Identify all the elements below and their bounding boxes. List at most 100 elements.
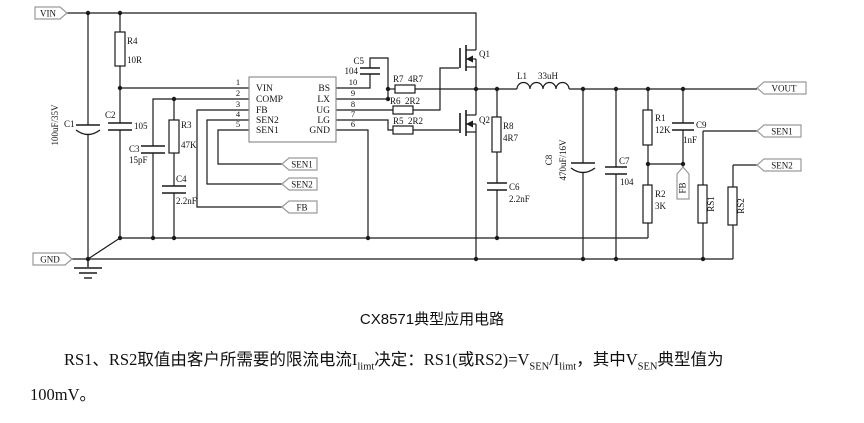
- r3-ref: R3: [181, 120, 192, 130]
- c1-value: 100uF/35V: [50, 104, 60, 146]
- svg-text:7: 7: [351, 109, 355, 119]
- capacitor-c1: C1 100uF/35V: [50, 104, 101, 146]
- resistor-r1: R1 12K: [642, 109, 671, 146]
- r3-value: 47K: [181, 140, 197, 150]
- r2-value: 3K: [655, 201, 667, 211]
- r6-value: 2R2: [405, 96, 420, 106]
- q2-ref: Q2: [479, 115, 490, 125]
- capacitor-c5: C5 104: [345, 56, 380, 76]
- svg-text:3: 3: [236, 99, 240, 109]
- c8-value: 470uF/16V: [558, 139, 568, 181]
- svg-text:9: 9: [351, 88, 355, 98]
- capacitor-c2: C2 105: [105, 110, 148, 131]
- svg-text:10: 10: [349, 77, 358, 87]
- resistor-rs1: RS1: [697, 184, 716, 224]
- c4-value: 2.2nF: [176, 196, 197, 206]
- c6-ref: C6: [509, 182, 520, 192]
- l1-ref: L1: [517, 71, 527, 81]
- c9-value: 1nF: [683, 135, 697, 145]
- r6-ref: R6: [390, 96, 401, 106]
- r1-ref: R1: [655, 113, 666, 123]
- note-subscript: SEN: [529, 361, 550, 373]
- capacitor-c6: C6 2.2nF: [487, 182, 530, 204]
- inductor-l1: L1 33uH: [517, 71, 559, 81]
- q1-ref: Q1: [479, 49, 490, 59]
- ic-pin-comp-label: COMP: [256, 95, 283, 105]
- svg-text:1: 1: [236, 77, 240, 87]
- sen1-right-flag: SEN1: [756, 124, 802, 138]
- capacitor-c7: C7 104: [605, 156, 634, 187]
- note-seg: RS1、RS2取值由客户所需要的限流电流I: [64, 350, 358, 369]
- note-subscript: limt: [357, 361, 375, 373]
- note-seg: 典型值为: [657, 350, 724, 369]
- fb-node-flag: FB: [676, 166, 690, 200]
- ic-pin-sen1-label: SEN1: [256, 126, 279, 136]
- svg-text:SEN2: SEN2: [771, 161, 793, 171]
- fb-mid-flag: FB: [281, 200, 318, 214]
- q1-arrow: [466, 55, 473, 63]
- figure-caption: CX8571典型应用电路: [359, 311, 505, 328]
- r8-value: 4R7: [503, 133, 519, 143]
- rs2-ref: RS2: [736, 198, 746, 214]
- r8-ref: R8: [503, 121, 514, 131]
- note-seg: ，其中V: [576, 350, 638, 369]
- ic-pin-lg-label: LG: [317, 116, 330, 126]
- vin-flag: VIN: [34, 6, 68, 20]
- svg-text:2: 2: [236, 88, 240, 98]
- earth-ground-symbol: [74, 259, 102, 279]
- note-seg: 决定：RS1(或RS2)=V: [374, 350, 530, 369]
- c4-ref: C4: [176, 174, 187, 184]
- application-note-text: RS1、RS2取值由客户所需要的限流电流Ilimt决定：RS1(或RS2)=VS…: [30, 350, 836, 405]
- svg-text:SEN2: SEN2: [291, 180, 313, 190]
- ic-cx8571: VIN COMP FB SEN2 SEN1 BS LX UG LG GND 1 …: [236, 76, 358, 143]
- capacitor-c9: C9 1nF: [672, 120, 707, 145]
- c5-ref: C5: [353, 56, 364, 66]
- mosfet-q2: Q2: [459, 89, 490, 259]
- c2-value: 105: [134, 121, 148, 131]
- svg-text:SEN1: SEN1: [291, 160, 313, 170]
- r2-ref: R2: [655, 189, 666, 199]
- sen2-mid-flag: SEN2: [281, 177, 318, 191]
- resistor-r7: R7 4R7: [393, 74, 424, 94]
- capacitor-c4: C4 2.2nF: [162, 174, 197, 206]
- resistor-rs2: RS2: [727, 186, 746, 226]
- c6-value: 2.2nF: [509, 194, 530, 204]
- capacitor-c8: C8 470uF/16V: [544, 139, 596, 181]
- svg-text:SEN1: SEN1: [771, 127, 793, 137]
- r1-value: 12K: [655, 125, 671, 135]
- note-line-1: RS1、RS2取值由客户所需要的限流电流Ilimt决定：RS1(或RS2)=VS…: [30, 350, 836, 373]
- ic-pin-gnd-label: GND: [309, 126, 330, 136]
- c5-value: 104: [345, 66, 359, 76]
- l1-value: 33uH: [538, 71, 559, 81]
- rs1-ref: RS1: [706, 196, 716, 212]
- ic-pin-bs-label: BS: [318, 84, 330, 94]
- note-subscript: limt: [559, 361, 577, 373]
- c7-value: 104: [620, 177, 634, 187]
- resistor-r5: R5 2R2: [392, 116, 423, 135]
- sen2-right-flag: SEN2: [756, 158, 802, 172]
- c3-ref: C3: [129, 144, 140, 154]
- r5-ref: R5: [393, 116, 404, 126]
- r4-ref: R4: [127, 36, 138, 46]
- svg-text:8: 8: [351, 99, 355, 109]
- resistor-r2: R2 3K: [642, 184, 667, 224]
- note-line-2: 100mV。: [30, 385, 96, 405]
- gnd-flag: GND: [32, 252, 73, 266]
- ic-pin-lx-label: LX: [317, 95, 330, 105]
- note-seg: /I: [549, 350, 560, 369]
- c1-ref: C1: [64, 119, 75, 129]
- sen1-mid-flag: SEN1: [281, 157, 318, 171]
- resistor-r4: R4 10R: [114, 31, 142, 67]
- r5-value: 2R2: [408, 116, 423, 126]
- r4-value: 10R: [127, 55, 142, 65]
- svg-text:5: 5: [236, 119, 240, 129]
- svg-text:6: 6: [351, 119, 355, 129]
- c9-ref: C9: [696, 120, 707, 130]
- resistor-r3: R3 47K: [168, 119, 197, 154]
- svg-text:GND: GND: [40, 255, 60, 265]
- svg-text:FB: FB: [678, 182, 688, 193]
- c7-ref: C7: [619, 156, 630, 166]
- svg-text:4: 4: [236, 109, 241, 119]
- ic-pin-ug-label: UG: [316, 106, 330, 116]
